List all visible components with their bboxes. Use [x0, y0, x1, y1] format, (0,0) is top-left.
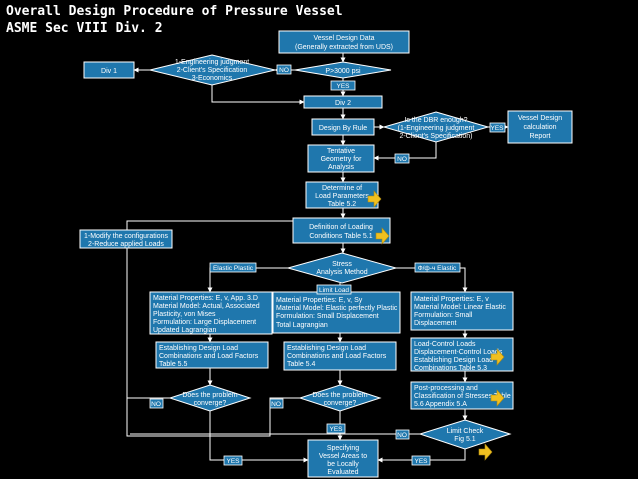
label-yes-p: YES	[336, 83, 350, 90]
label-elastic-plastic: Elastic Plastic	[213, 265, 254, 272]
box-post-proc	[410, 381, 514, 410]
decision-converge-1	[168, 384, 252, 412]
box-load-params	[305, 181, 379, 209]
text-vessel-data: Vessel Design Data(Generally extracted f…	[295, 35, 393, 51]
box-mat-plastic	[149, 291, 273, 335]
text-design-by-rule: Design By Rule	[319, 125, 367, 132]
decision-dbr-enough	[382, 111, 490, 143]
arrow-icons	[367, 190, 505, 461]
text-dbr-enough: Is the DBR enough?(1-Engineering judgmen…	[398, 117, 475, 140]
decision-limit-check	[418, 419, 512, 450]
arrow-right-icon	[367, 190, 382, 208]
label-no-c2: NO	[271, 401, 281, 408]
slide-title: Overall Design Procedure of Pressure Ves…	[6, 4, 343, 19]
label-box-yes-bl	[223, 455, 243, 466]
shapes	[79, 30, 573, 478]
text-div1: Div 1	[101, 68, 117, 75]
box-vessel-data	[278, 30, 410, 54]
label-box-yes-br	[411, 455, 431, 466]
label-box-yes-c	[326, 423, 346, 434]
label-yes-dbr: YES	[490, 125, 504, 132]
conn-judgment-div2	[211, 85, 305, 105]
label-box-no-c2	[269, 398, 284, 409]
label-boxes	[149, 64, 506, 466]
label-box-no-lc	[395, 429, 410, 440]
box-comb-55	[155, 341, 269, 369]
label-box-yes-p	[330, 80, 356, 91]
label-yes-br: YES	[414, 458, 428, 465]
conn-limit-yes	[377, 449, 466, 463]
conn-modify-loop	[126, 220, 343, 230]
label-box-yes-dbr	[489, 122, 506, 133]
arrow-right-icon	[490, 389, 505, 407]
conn-conv1-yes	[209, 411, 309, 463]
conn-conv2-no	[126, 397, 300, 437]
box-modify	[79, 229, 173, 249]
arrow-right-icon	[478, 443, 493, 461]
box-specifying	[307, 439, 379, 478]
label-box-limit-load	[316, 284, 352, 295]
label-yes-c: YES	[329, 426, 343, 433]
box-div2	[303, 95, 383, 109]
box-comb-54	[283, 341, 397, 371]
text-div2: Div 2	[335, 100, 351, 107]
box-loading-cond	[292, 217, 391, 244]
decision-p-check	[294, 61, 392, 79]
label-no-p: NO	[279, 67, 289, 74]
text-p-check: P>3000 psi	[325, 68, 361, 75]
box-design-by-rule	[311, 118, 375, 136]
node-texts: Vessel Design Data(Generally extracted f…	[84, 35, 562, 476]
box-calc-report	[507, 110, 573, 144]
decision-converge-2	[298, 384, 382, 412]
label-no-lc: NO	[397, 432, 407, 439]
label-no-dbr: NO	[397, 156, 407, 163]
label-texts: NO YES YES NO Elastic Plastic Ф/ф-ч Elas…	[151, 67, 504, 465]
label-elastic: Ф/ф-ч Elastic	[418, 265, 457, 272]
slide-subtitle: ASME Sec VIII Div. 2	[6, 21, 163, 36]
label-box-elastic-plastic	[209, 262, 257, 273]
label-no-c1: NO	[151, 401, 161, 408]
label-box-no-c1	[149, 398, 164, 409]
decision-stress-method	[286, 252, 398, 284]
decision-eng-judgment	[149, 54, 276, 86]
label-box-elastic	[414, 262, 461, 273]
label-box-no-dbr	[394, 153, 410, 164]
label-box-no-p	[276, 64, 292, 75]
arrow-right-icon	[490, 348, 505, 366]
box-mat-limit	[272, 291, 401, 334]
box-mat-elastic	[410, 291, 514, 331]
box-tentative	[307, 144, 375, 173]
arrow-right-icon	[375, 227, 390, 245]
label-limit-load: Limit Load	[319, 287, 349, 294]
label-yes-bl: YES	[226, 458, 240, 465]
box-div1	[83, 61, 135, 79]
